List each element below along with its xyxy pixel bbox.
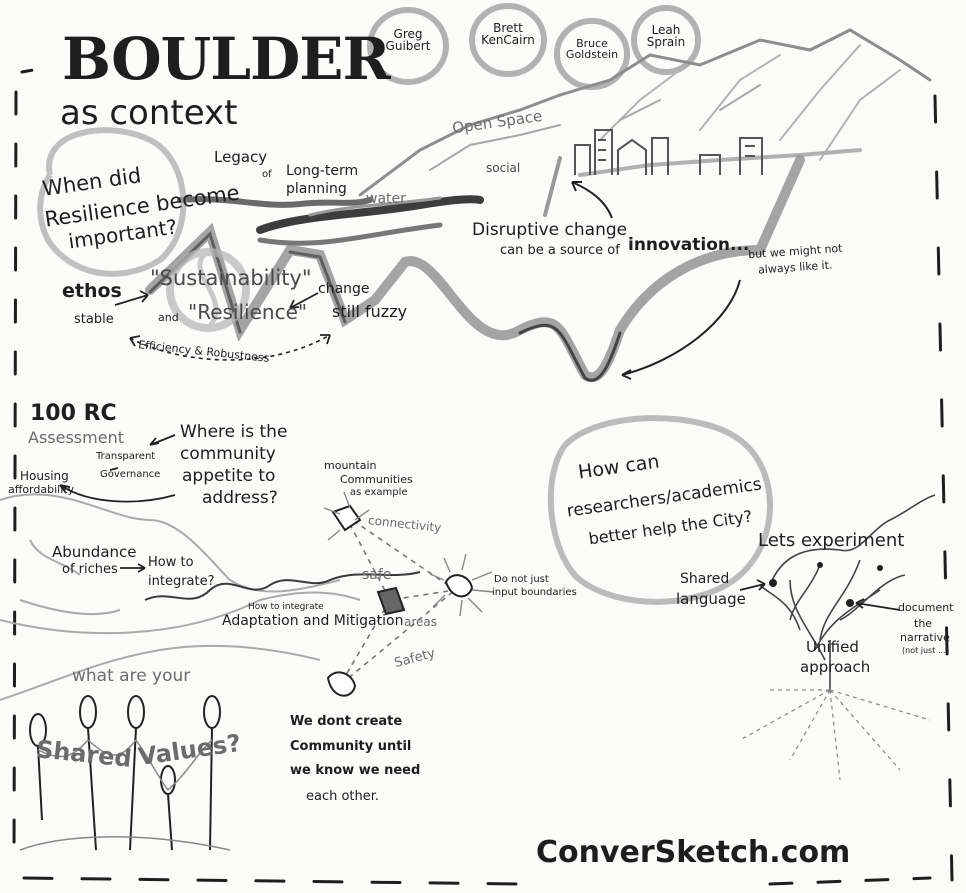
change-label: change: [318, 281, 370, 297]
appetite-line2: community: [180, 444, 276, 464]
do-not-line1: Do not just: [494, 574, 549, 585]
adaptation-label: Adaptation and Mitigation: [222, 613, 404, 629]
social-label: social: [486, 161, 521, 175]
dashed-frame: [12, 66, 954, 886]
hills: [0, 493, 361, 701]
tree-roots: [739, 689, 931, 781]
appetite-line3: appetite to: [182, 466, 276, 486]
people-figures: [29, 695, 221, 851]
document-line4: (not just ...): [902, 646, 949, 655]
create-line1: We dont create: [290, 714, 403, 729]
do-not-line2: input boundaries: [492, 587, 577, 598]
experiment-dots: [769, 562, 883, 607]
assessment-heading: 100 RC: [30, 401, 117, 426]
disruption-arrows: [571, 181, 741, 380]
document-line2: the: [914, 617, 933, 630]
transparent-line2: Governance: [100, 469, 161, 480]
speaker-bubbles: [367, 3, 701, 90]
assessment-arrows: [59, 434, 176, 573]
page-subtitle: as context: [60, 93, 238, 133]
appetite-line1: Where is the: [180, 422, 288, 442]
speaker-brett: Brett KenCairn: [481, 21, 535, 47]
unified-line2: approach: [800, 658, 871, 676]
speaker-leah: Leah Sprain: [646, 23, 686, 49]
safe-label: safe: [362, 567, 392, 583]
legacy-label: Legacy: [214, 148, 268, 166]
document-line3: narrative: [900, 631, 950, 644]
page-title: BOULDER: [62, 25, 391, 93]
ethos-label: ethos: [62, 280, 122, 302]
community-network: [339, 514, 458, 686]
speaker-greg: Greg Guibert: [385, 27, 431, 53]
integrate-line1: How to: [148, 555, 194, 570]
disruption-line1: Disruptive change: [472, 220, 628, 240]
yin-yang-swirl: [166, 248, 250, 332]
abundance-line2: of riches: [62, 562, 118, 577]
water-swoosh: [177, 156, 562, 246]
mountain-line2: Communities: [340, 473, 413, 486]
create-line4: each other.: [306, 789, 380, 804]
stable-label: stable: [74, 312, 114, 327]
shared-values-line1: what are your: [72, 666, 191, 686]
people-arms: [19, 739, 231, 851]
create-line2: Community until: [290, 739, 412, 754]
stable-arrow: [114, 290, 149, 306]
disruption-line2a: can be a source of: [500, 243, 620, 258]
researchers-circle: [547, 415, 773, 605]
unified-line1: Unified: [806, 638, 859, 656]
planning-label: planning: [286, 181, 347, 197]
how-to-integrate-label: How to integrate: [248, 602, 324, 612]
arrowhead-left: [129, 335, 141, 347]
city-buildings: [574, 129, 763, 175]
appetite-line4: address?: [202, 488, 278, 508]
create-line3: we know we need: [290, 763, 421, 778]
arrowhead-right: [320, 334, 331, 345]
water-label: water: [366, 191, 406, 207]
speaker-bruce: Bruce Goldstein: [565, 37, 619, 61]
experiment-tree: [759, 494, 936, 690]
assessment-sub: Assessment: [28, 428, 124, 447]
sustainability-label: "Sustainability": [150, 266, 312, 290]
of-label: of: [262, 169, 272, 180]
mountain-line3: as example: [350, 487, 408, 498]
change-arrow: [289, 292, 319, 309]
river-line: [144, 571, 421, 601]
mountain-line1: mountain: [324, 459, 377, 472]
shared-language-arrow: [739, 579, 901, 611]
document-line1: document: [898, 601, 954, 614]
housing-line1: Housing: [20, 469, 69, 483]
housing-line2: affordability: [8, 483, 75, 496]
resilience-question-circle: [37, 127, 187, 277]
abundance-line1: Abundance: [52, 543, 137, 561]
areas-label: areas: [404, 615, 438, 629]
resilience-label: "Resilience": [188, 300, 308, 324]
long-term-label: Long-term: [286, 163, 359, 179]
still-fuzzy-label: still fuzzy: [332, 302, 408, 321]
community-nodes: [323, 491, 495, 697]
efficiency-arrow: [129, 334, 331, 361]
footer-credit[interactable]: ConverSketch.com: [536, 835, 851, 870]
transparent-line1: Transparent: [96, 451, 156, 462]
disruption-innovation: innovation...: [628, 235, 750, 255]
shared-language-line1: Shared: [680, 571, 730, 587]
shared-language-line2: language: [676, 590, 746, 608]
integrate-line2: integrate?: [148, 574, 215, 589]
lets-experiment-label: Lets experiment: [758, 530, 905, 551]
and-label: and: [158, 311, 179, 324]
